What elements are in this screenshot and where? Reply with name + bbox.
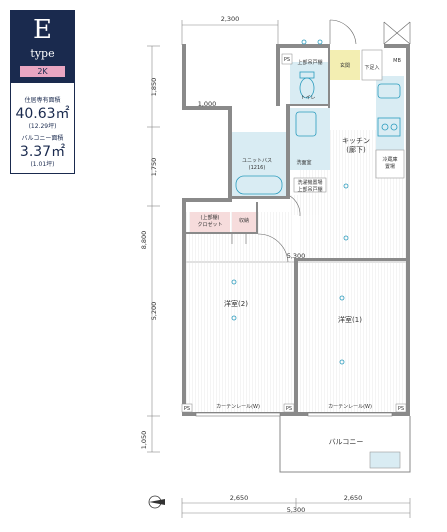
windows	[195, 412, 393, 417]
dim-1850: 1,850	[150, 78, 158, 97]
type-word: type	[30, 47, 55, 60]
closet-label: クロゼット	[197, 221, 222, 228]
kitchen-label: キッチン	[342, 137, 370, 145]
unit-bath-label: ユニットバス	[242, 158, 272, 164]
layout-badge: 2K	[20, 66, 65, 77]
dimension-lines	[147, 20, 411, 518]
closet-area	[190, 212, 230, 232]
balcony-label: バルコニー	[329, 438, 364, 446]
storage-label: 収納	[239, 217, 249, 224]
kitchen-counter	[376, 76, 404, 150]
mb-label: MB	[393, 58, 401, 64]
unit-type-box: E type 2K	[11, 11, 74, 83]
entrance-area	[330, 50, 360, 80]
balcony-area-label: バルコニー面積	[21, 135, 64, 142]
private-area-tsubo: (12.29坪)	[28, 123, 57, 130]
toilet-upper-shelf-label: 上部吊戸棚	[297, 59, 322, 66]
hall-floor	[290, 195, 320, 215]
balcony	[279, 416, 411, 473]
unit-bath-area	[230, 132, 286, 196]
kitchen-sub-label: (廊下)	[346, 145, 366, 154]
western-room-1-label: 洋室(1)	[338, 315, 362, 324]
closet-upper-label: (上部棚)	[201, 214, 220, 221]
fridge-label: 冷蔵庫	[382, 156, 397, 163]
toilet-area	[290, 62, 328, 104]
fridge-space	[375, 149, 405, 179]
toilet-label: トイレ	[300, 95, 315, 101]
western-room-2-floor	[186, 212, 294, 412]
dim-overall-width: 5,300	[287, 506, 306, 514]
compass-icon	[148, 495, 165, 509]
dim-top-width: 2,300	[221, 15, 240, 23]
unit-info-card: E type 2K 住居専有面積 40.63㎡ (12.29坪) バルコニー面積…	[10, 10, 75, 174]
type-letter: E	[33, 15, 52, 45]
ps-right-label: PS	[398, 406, 404, 412]
curtain-rail-left: カーテンレール(W)	[216, 404, 260, 410]
dim-room-width: 5,300	[287, 252, 306, 260]
dim-5200: 5,200	[150, 302, 158, 321]
western-room-2-label: 洋室(2)	[224, 299, 248, 308]
western-room-1-floor	[298, 262, 406, 412]
curtain-rail-right: カーテンレール(W)	[328, 404, 372, 410]
unit-bath-size: (1216)	[249, 165, 266, 171]
fridge-sub-label: 置場	[385, 163, 395, 170]
balcony-area-tsubo: (1.01坪)	[30, 161, 55, 168]
private-area-value: 40.63㎡	[15, 106, 70, 122]
dim-notch-width: 1,000	[198, 100, 217, 108]
storage-area	[232, 212, 256, 232]
ps-boxes	[181, 53, 407, 413]
washroom-area	[290, 108, 330, 170]
dim-left-half: 2,650	[230, 494, 249, 502]
shoe-box-label: 下足入	[364, 65, 379, 71]
ps-top-label: PS	[284, 57, 290, 63]
laundry-pan-label: 洗濯機置場	[297, 179, 322, 186]
dim-1050: 1,050	[140, 431, 148, 450]
balcony-area-value: 3.37㎡	[19, 144, 66, 160]
laundry-pan	[293, 177, 327, 193]
upper-shelf-label: 上部吊戸棚	[297, 186, 322, 193]
washroom-label: 洗面室	[296, 159, 311, 166]
shoe-box	[361, 49, 383, 81]
dim-1750: 1,750	[150, 158, 158, 177]
dim-overall-height: 8,800	[140, 231, 148, 250]
ps-left-label: PS	[184, 406, 190, 412]
private-area-label: 住居専有面積	[24, 97, 61, 104]
dim-right-half: 2,650	[344, 494, 363, 502]
fixtures	[231, 39, 401, 365]
doors	[231, 19, 411, 263]
entrance-label: 玄関	[340, 62, 350, 69]
ps-mid-label: PS	[286, 406, 292, 412]
walls	[182, 44, 410, 416]
